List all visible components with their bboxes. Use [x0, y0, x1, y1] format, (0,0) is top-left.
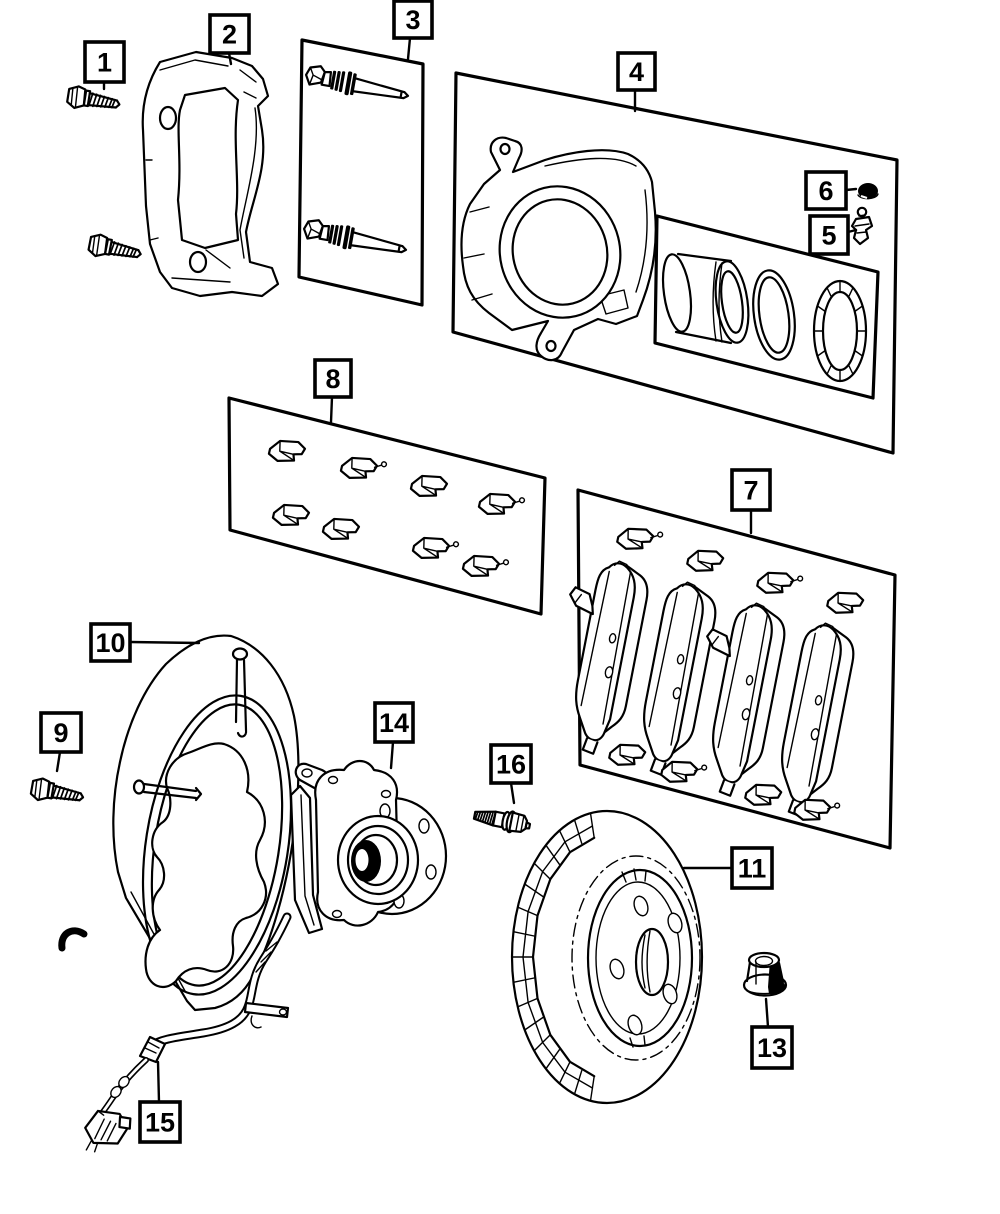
callout-10-leader — [128, 640, 201, 645]
callout-5-number: 5 — [821, 221, 836, 251]
callout-8-number: 8 — [325, 364, 340, 394]
callout-1-box — [83, 40, 126, 84]
callout-16-box — [489, 743, 533, 785]
callout-1[interactable]: 1 — [83, 40, 126, 91]
callout-13-leader — [764, 997, 770, 1029]
callout-9-leader — [55, 750, 62, 773]
callout-7[interactable]: 7 — [730, 468, 772, 535]
callout-3-number: 3 — [405, 5, 420, 35]
hub-and-bearing — [289, 759, 448, 935]
callout-11[interactable]: 11 — [682, 846, 774, 890]
shield-retainer-pin-left — [132, 779, 203, 802]
callout-4[interactable]: 4 — [616, 51, 657, 113]
callout-9-box — [39, 711, 83, 754]
callout-11-number: 11 — [738, 854, 767, 884]
callout-6-box — [804, 170, 848, 211]
shield-bolt — [28, 775, 87, 809]
callout-8-box — [313, 358, 353, 399]
callout-15-number: 15 — [145, 1108, 175, 1138]
adapter-bolt-upper — [65, 83, 123, 116]
callout-16[interactable]: 16 — [489, 743, 533, 805]
callout-10-number: 10 — [95, 628, 125, 658]
callout-8-leader — [329, 395, 334, 424]
callout-14-box — [373, 701, 415, 744]
splash-shield — [112, 634, 300, 1012]
sensor-connector — [84, 1109, 132, 1153]
callout-5[interactable]: 5 — [808, 214, 858, 256]
hub-mounting-bolt — [471, 803, 533, 837]
callout-9-number: 9 — [53, 718, 68, 748]
callout-14-leader — [389, 740, 395, 770]
callout-10[interactable]: 10 — [89, 622, 201, 663]
brake-rotor — [510, 809, 704, 1105]
bleeder-screw-cap — [857, 183, 879, 200]
callout-3[interactable]: 3 — [392, 0, 434, 61]
callout-8[interactable]: 8 — [313, 358, 353, 424]
callout-4-box — [616, 51, 657, 92]
piston-seal-kit — [653, 214, 880, 400]
callout-9[interactable]: 9 — [39, 711, 83, 773]
bleeder-screw — [850, 206, 874, 246]
hub-nut — [742, 951, 788, 997]
abs-speed-sensor — [58, 912, 292, 1153]
hardware-clip-kit-panel — [227, 396, 547, 616]
callout-13[interactable]: 13 — [750, 997, 794, 1070]
callout-14-number: 14 — [379, 708, 409, 738]
callout-7-number: 7 — [743, 476, 758, 506]
callout-15-leader — [156, 1060, 161, 1104]
callout-13-number: 13 — [757, 1033, 787, 1063]
callout-2[interactable]: 2 — [208, 13, 251, 66]
callout-3-box — [392, 0, 434, 40]
callout-15-box — [138, 1100, 182, 1144]
callout-16-leader — [509, 781, 516, 805]
callout-5-box — [808, 214, 850, 256]
callout-2-number: 2 — [222, 20, 237, 50]
callout-16-number: 16 — [496, 750, 526, 780]
callout-11-box — [730, 846, 774, 890]
callout-2-leader — [227, 51, 233, 66]
callout-1-number: 1 — [97, 48, 112, 78]
callout-2-box — [208, 13, 251, 55]
caliper-adapter-bracket — [141, 50, 280, 298]
callout-6-number: 6 — [818, 176, 833, 206]
callout-3-leader — [406, 36, 412, 61]
shield-retainer-pin-top — [231, 647, 249, 738]
callout-10-box — [89, 622, 132, 663]
callout-15[interactable]: 15 — [138, 1060, 182, 1144]
adapter-bolt-lower — [86, 231, 144, 266]
callout-6[interactable]: 6 — [804, 170, 858, 211]
callout-13-box — [750, 1025, 794, 1070]
callout-14[interactable]: 14 — [373, 701, 415, 770]
callout-4-number: 4 — [629, 57, 644, 87]
brake-caliper — [460, 136, 657, 362]
callout-7-box — [730, 468, 772, 512]
